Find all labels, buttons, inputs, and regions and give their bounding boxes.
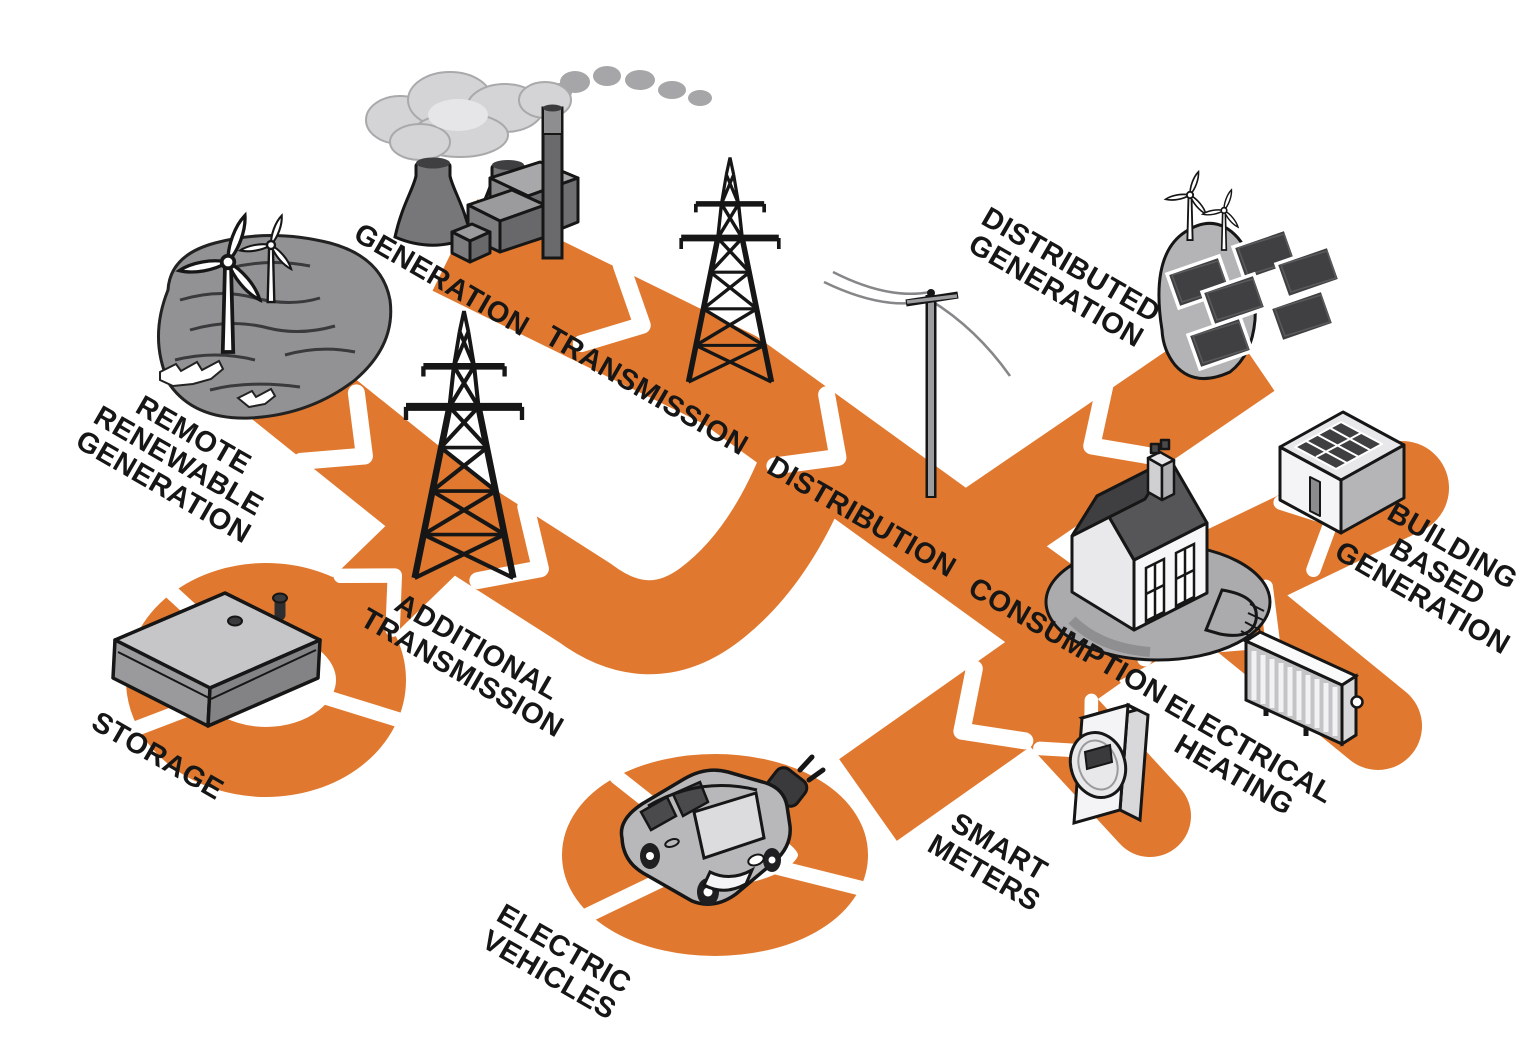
utility-pole-icon — [823, 270, 1012, 498]
battery-icon — [111, 591, 322, 728]
solar-roof-shed-icon — [1278, 410, 1406, 535]
radiator-icon — [1242, 630, 1364, 747]
offshore-wind-turbines-icon — [156, 212, 393, 420]
electric-car-icon — [619, 754, 826, 906]
smart-meter-icon — [1068, 702, 1150, 826]
power-plant-icon — [365, 66, 712, 264]
solar-farm-icon — [1157, 170, 1342, 381]
insulated-house-icon — [1044, 438, 1272, 662]
path-additional-transmission — [426, 444, 852, 675]
